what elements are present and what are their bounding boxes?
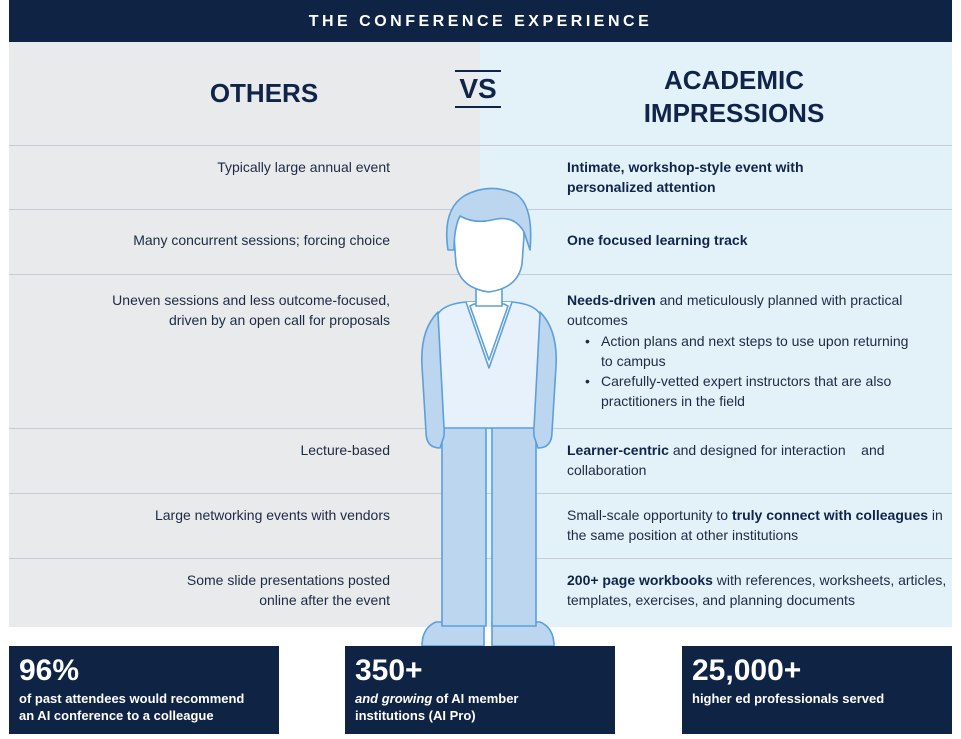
ai-row-3: Needs-driven and meticulously planned wi… [567, 290, 912, 411]
ai-row-5: Small-scale opportunity to truly connect… [567, 505, 947, 545]
others-row-3: Uneven sessions and less outcome-focused… [9, 290, 390, 330]
stat-description: of past attendees would recommend an AI … [19, 690, 269, 724]
ai-row-1: Intimate, workshop-style event with pers… [567, 157, 807, 197]
page-title: THE CONFERENCE EXPERIENCE [9, 0, 952, 42]
others-row-5: Large networking events with vendors [154, 507, 390, 523]
ai-row-6: 200+ page workbooks with references, wor… [567, 570, 947, 610]
right-shoe [491, 621, 555, 647]
stat-desc-line: an AI conference to a colleague [19, 708, 214, 723]
others-row-3-line1: Uneven sessions and less outcome-focused… [112, 292, 390, 308]
ai-row-5-text: in the same position at other institutio… [567, 507, 943, 543]
others-heading: OTHERS [209, 78, 319, 108]
ai-row-4-text: and designed for interaction and collabo… [567, 442, 889, 478]
row-divider [9, 145, 952, 146]
others-row-6-line1: Some slide presentations posted [186, 572, 390, 588]
ai-row-4-bold: Learner-centric [567, 442, 669, 458]
stat-card-recommend: 96% of past attendees would recommend an… [9, 646, 279, 734]
others-row-6-line2: online after the event [259, 592, 390, 608]
hair [445, 187, 532, 251]
comparison-table: OTHERS VS ACADEMIC IMPRESSIONS Typically… [9, 42, 952, 647]
ai-row-3-bold: Needs-driven [567, 292, 656, 308]
others-row-3-line2: driven by an open call for proposals [168, 312, 390, 328]
bullet-item: Action plans and next steps to use upon … [567, 331, 912, 371]
ai-row-2: One focused learning track [567, 230, 947, 250]
ai-heading-line1: ACADEMIC [663, 65, 805, 95]
stat-desc-line: higher ed professionals served [692, 691, 885, 706]
others-row-2: Many concurrent sessions; forcing choice [133, 232, 390, 248]
vs-heading: VS [455, 70, 501, 108]
ai-row-2-bold: One focused learning track [567, 232, 748, 248]
person-figure-icon [421, 187, 557, 647]
neck-v [469, 303, 509, 361]
others-row-1: Typically large annual event [217, 159, 390, 175]
ai-row-5-bold: truly connect with colleagues [731, 507, 929, 523]
stat-desc-line: institutions (AI Pro) [355, 708, 476, 723]
stat-number: 25,000+ [692, 654, 802, 687]
stat-description: and growing of AI member institutions (A… [355, 690, 605, 724]
ai-row-3-text: and meticulously planned with practical … [567, 292, 903, 328]
stat-number: 350+ [355, 654, 423, 687]
stat-card-professionals: 25,000+ higher ed professionals served [682, 646, 952, 734]
stat-desc-italic: and growing [355, 691, 433, 706]
ai-row-6-bold: 200+ page workbooks [567, 572, 713, 588]
academic-impressions-heading: ACADEMIC IMPRESSIONS [619, 64, 849, 130]
ai-row-5-pre: Small-scale opportunity to [567, 507, 732, 523]
right-leg [491, 425, 537, 627]
stat-desc-line: and growing of AI member [355, 690, 605, 707]
ai-row-1-bold: Intimate, workshop-style event with pers… [567, 159, 804, 195]
left-leg [441, 425, 487, 627]
stat-desc-rest: of AI member [432, 691, 519, 706]
others-row-4: Lecture-based [300, 442, 390, 458]
ai-row-4: Learner-centric and designed for interac… [567, 440, 937, 480]
stat-description: higher ed professionals served [692, 690, 942, 707]
stat-desc-line: of past attendees would recommend [19, 691, 245, 706]
bullet-item: Carefully-vetted expert instructors that… [567, 371, 912, 411]
others-row-6: Some slide presentations posted online a… [9, 570, 390, 610]
ai-row-6-text: with references, worksheets, articles, t… [567, 572, 947, 608]
others-panel [9, 42, 480, 627]
stat-number: 96% [19, 654, 80, 687]
ai-heading-line2: IMPRESSIONS [643, 98, 825, 128]
stat-card-members: 350+ and growing of AI member institutio… [345, 646, 615, 734]
ai-row-3-bullets: Action plans and next steps to use upon … [567, 331, 912, 411]
